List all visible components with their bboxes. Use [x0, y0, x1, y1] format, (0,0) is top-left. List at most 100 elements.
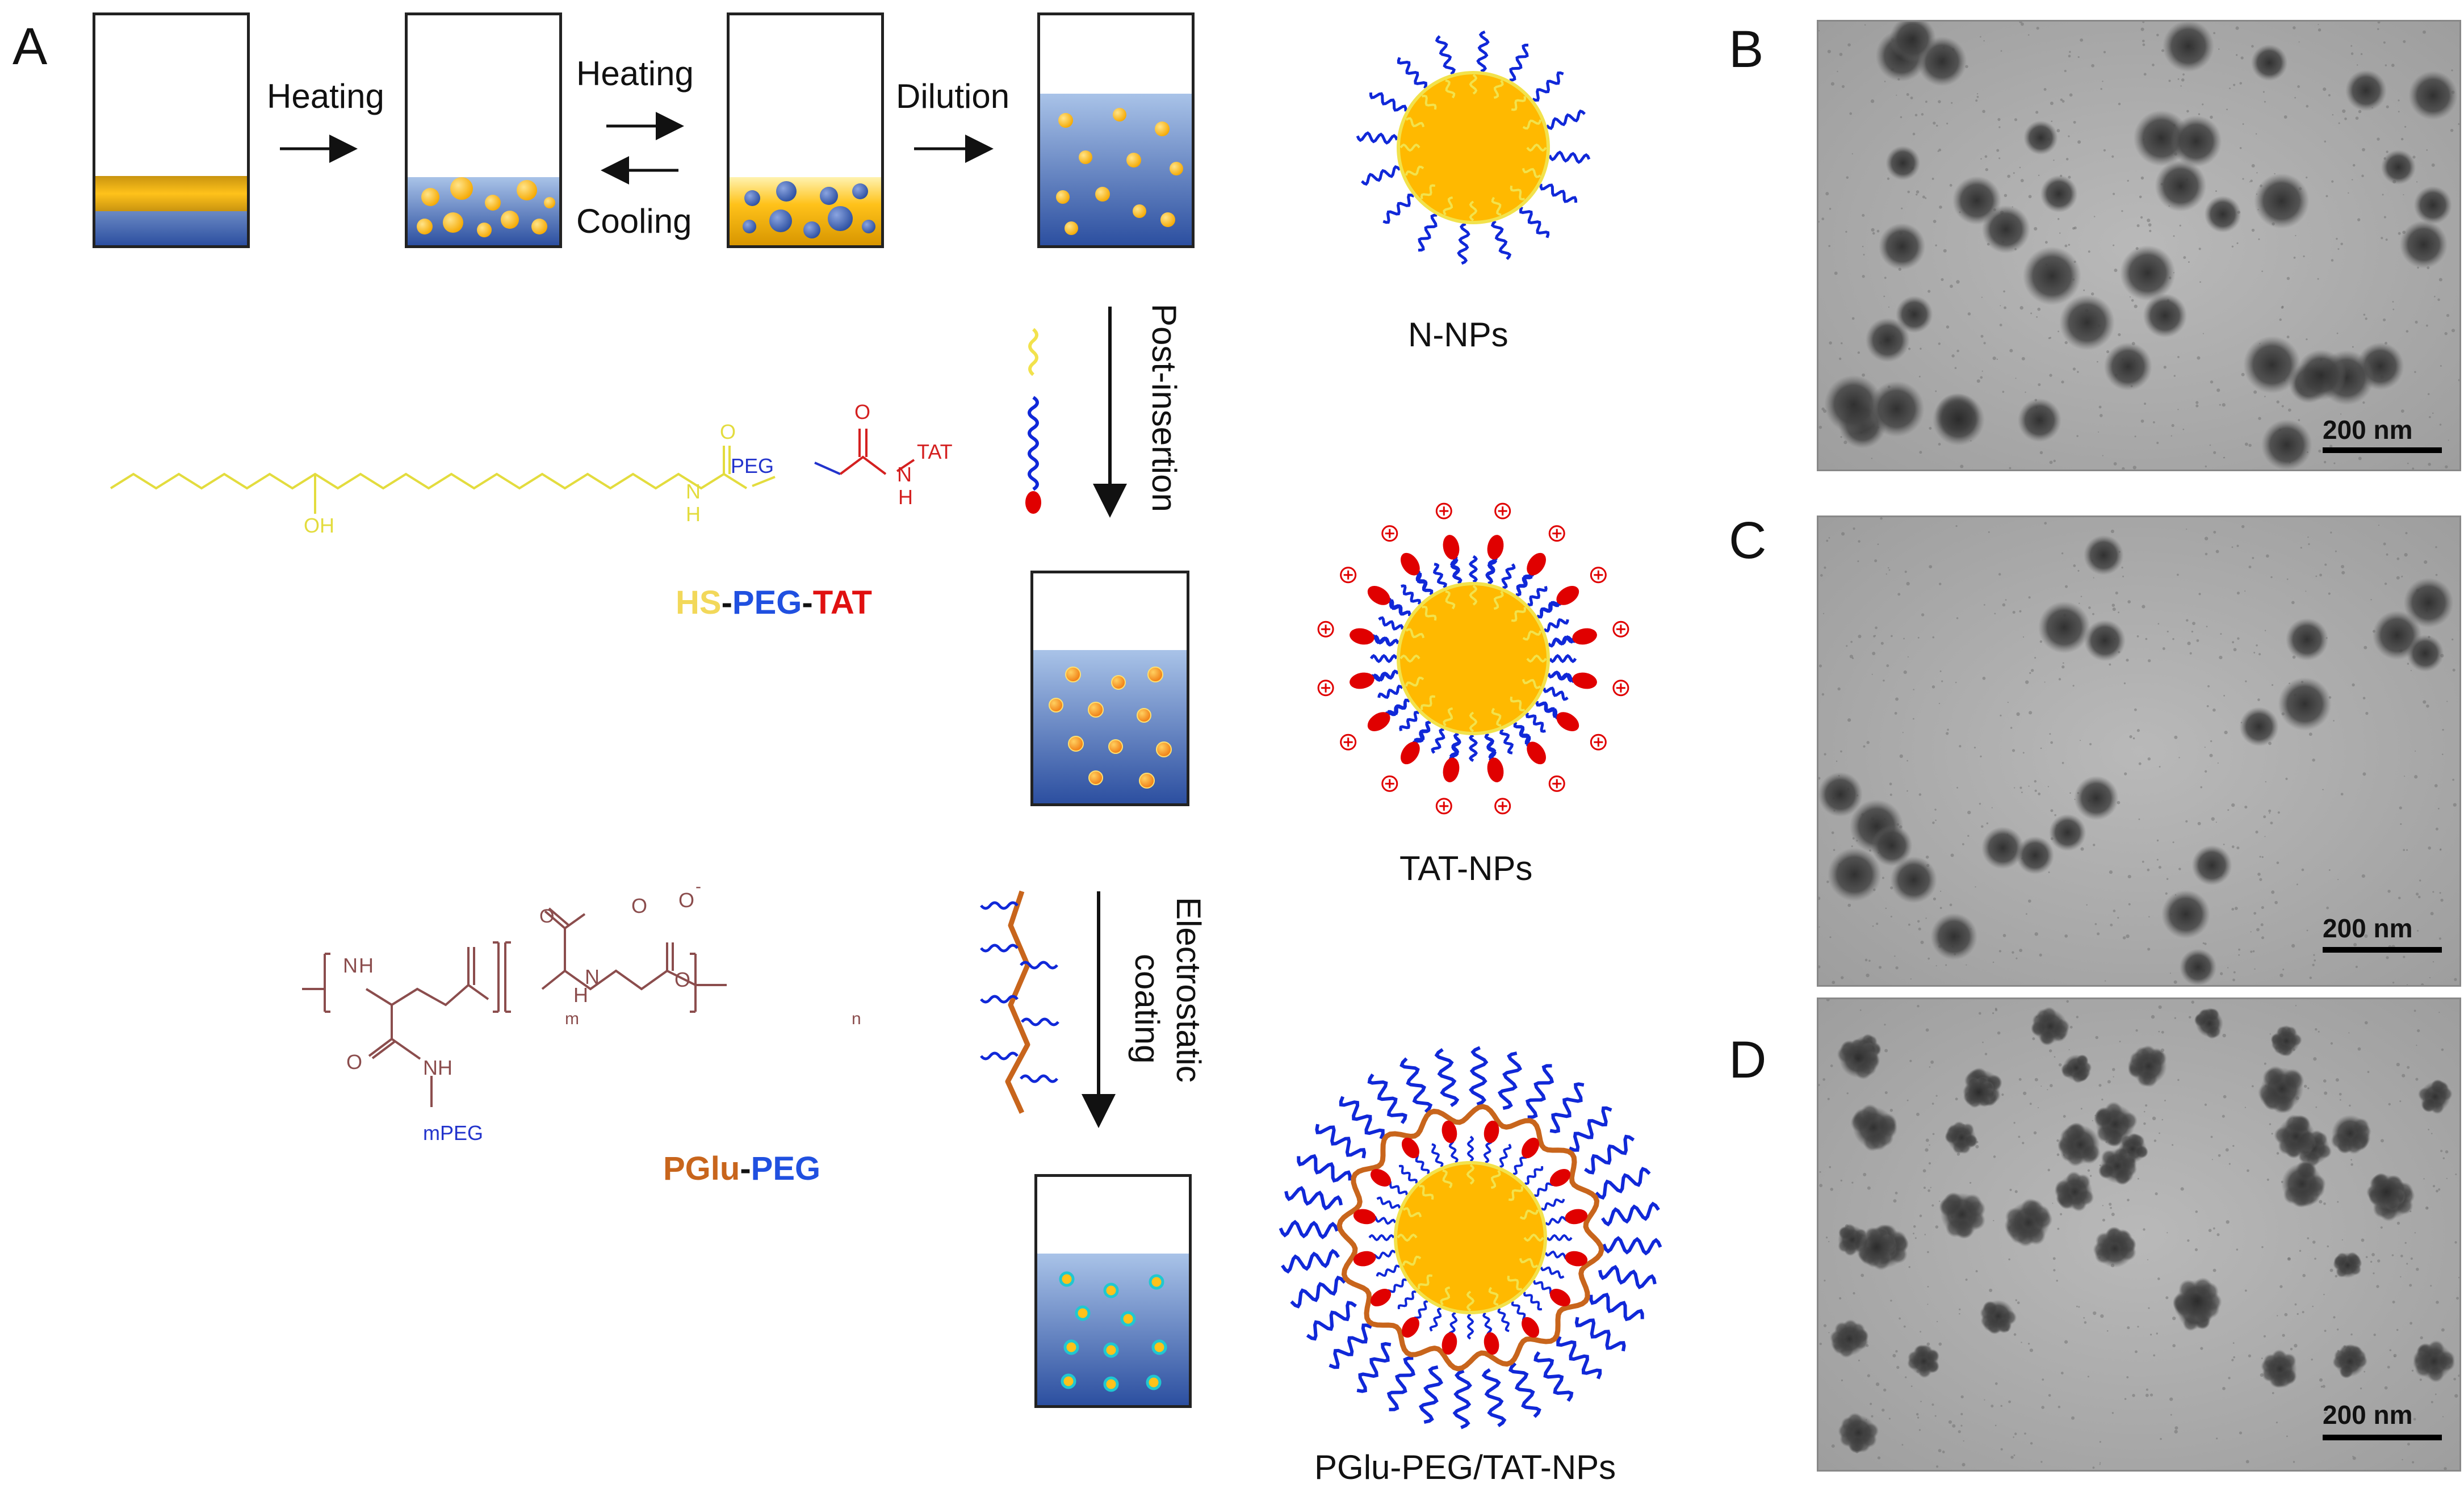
tem-noise — [1975, 1270, 1978, 1273]
tem-noise — [1984, 1053, 1988, 1055]
tem-noise — [2215, 822, 2217, 823]
beaker-diluted — [1037, 12, 1195, 248]
tem-particle — [2083, 535, 2124, 576]
tem-noise — [2100, 1462, 2101, 1464]
tem-noise — [2240, 56, 2244, 60]
tem-noise — [2152, 64, 2155, 66]
tem-particle — [2272, 1027, 2300, 1055]
peg-chain — [1432, 563, 1447, 589]
tem-noise — [2361, 874, 2365, 878]
tem-image-b: 200 nm — [1817, 20, 2461, 471]
tem-noise — [1907, 656, 1909, 658]
tem-noise — [2222, 1033, 2226, 1038]
tem-noise — [2178, 757, 2180, 758]
tem-noise — [2416, 1268, 2419, 1271]
tem-noise — [2083, 289, 2085, 291]
tem-noise — [2412, 156, 2416, 159]
tem-noise — [2145, 1104, 2148, 1107]
tem-noise — [2002, 934, 2006, 937]
tem-particle — [2408, 70, 2458, 120]
tem-noise — [1853, 1292, 1855, 1295]
tem-noise — [2089, 1175, 2092, 1177]
tem-noise — [1825, 1237, 1828, 1239]
tem-particle — [2143, 294, 2188, 338]
tem-noise — [2297, 1313, 2299, 1315]
tem-noise — [1895, 697, 1899, 701]
tem-noise — [2029, 1103, 2032, 1105]
chem-h-amide: H — [686, 502, 701, 526]
tem-noise — [2313, 1057, 2317, 1061]
mpeg-chain — [1533, 1351, 1574, 1402]
tem-noise — [2065, 585, 2068, 588]
tem-noise — [2061, 380, 2064, 384]
tem-noise — [1982, 1041, 1984, 1043]
tem-noise — [1883, 679, 1885, 682]
tem-noise — [1910, 978, 1912, 980]
tem-noise — [2100, 87, 2102, 90]
tem-noise — [2209, 444, 2211, 446]
tem-noise — [2285, 777, 2288, 780]
tem-particle — [1981, 1300, 2015, 1332]
tem-noise — [1819, 1184, 1823, 1188]
tem-noise — [2210, 115, 2213, 119]
tem-noise — [2177, 409, 2179, 410]
tem-noise — [2351, 179, 2353, 181]
tem-noise — [2306, 929, 2308, 932]
tem-noise — [2450, 128, 2454, 132]
tem-particle — [1932, 393, 1985, 446]
tem-noise — [2396, 557, 2400, 560]
tem-particle — [2015, 836, 2055, 875]
tem-noise — [2305, 590, 2307, 592]
pglu-peg-name: PGlu-PEG — [663, 1150, 820, 1188]
tem-noise — [2225, 1148, 2229, 1152]
tem-noise — [1933, 897, 1937, 900]
tem-noise — [2092, 1120, 2093, 1122]
tem-noise — [2137, 1177, 2139, 1180]
tem-noise — [2286, 336, 2290, 339]
tem-particle — [1832, 1322, 1867, 1356]
tem-noise — [2301, 868, 2304, 871]
tem-noise — [1871, 458, 1873, 459]
tem-noise — [2291, 601, 2295, 605]
mpeg-chain — [1297, 1154, 1352, 1183]
tem-particle — [1964, 1078, 1993, 1107]
tem-noise — [1983, 342, 1986, 345]
tem-noise — [2251, 1085, 2254, 1088]
tem-particle — [2057, 1174, 2093, 1210]
core-lipid-tail — [1419, 1184, 1434, 1200]
core-lipid-tail — [1443, 707, 1453, 727]
tem-noise — [1935, 1095, 1938, 1097]
tem-noise — [2320, 1385, 2323, 1388]
tem-noise — [1922, 195, 1925, 199]
tem-noise — [2113, 1076, 2114, 1078]
tem-noise — [2010, 1456, 2014, 1459]
positive-charge-icon — [1612, 621, 1629, 638]
tem-particle — [2007, 1201, 2050, 1244]
tem-noise — [2136, 224, 2140, 227]
tem-noise — [2129, 735, 2132, 739]
tem-noise — [2440, 898, 2444, 902]
peg-chain — [1499, 1143, 1512, 1168]
positive-charge-icon — [1340, 567, 1357, 584]
tem-noise — [2132, 466, 2136, 470]
positive-charge-icon — [1435, 798, 1452, 815]
tem-noise — [2340, 242, 2343, 245]
tem-noise — [1983, 603, 1985, 606]
mpeg-chain — [1329, 1323, 1372, 1369]
tem-noise — [2261, 270, 2263, 273]
tem-noise — [2226, 1220, 2230, 1224]
tem-noise — [2428, 1129, 2430, 1131]
tat-head — [1556, 586, 1579, 605]
tem-noise — [1929, 1066, 1931, 1068]
pglu-n-mid: N — [585, 965, 600, 988]
tem-noise — [2261, 856, 2264, 858]
mpeg-chain — [1525, 1064, 1554, 1119]
tat-peg-chain — [1369, 634, 1399, 647]
tem-noise — [2092, 613, 2094, 615]
tem-noise — [2140, 216, 2143, 219]
tem-noise — [2063, 1114, 2066, 1118]
tem-noise — [2361, 1238, 2365, 1242]
tem-noise — [2227, 809, 2230, 811]
tem-noise — [2080, 847, 2084, 851]
tem-noise — [2032, 1037, 2035, 1041]
